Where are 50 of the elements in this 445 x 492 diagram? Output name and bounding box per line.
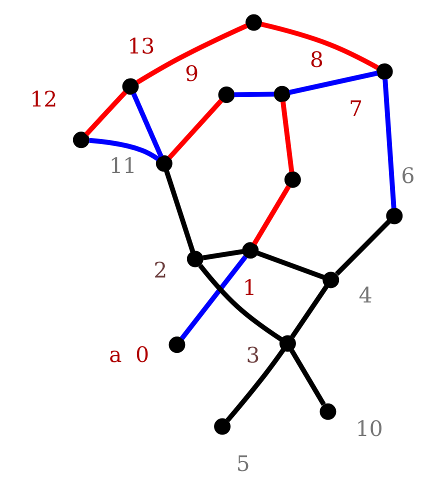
node-circle xyxy=(376,63,393,80)
node-label: 10 xyxy=(356,416,383,442)
node-circle xyxy=(122,78,139,95)
node-label: 4 xyxy=(358,284,372,309)
node-circle xyxy=(218,86,235,104)
connector xyxy=(290,284,329,338)
node-label: 9 xyxy=(185,62,199,87)
connector xyxy=(202,249,244,260)
connector xyxy=(252,185,291,246)
node-label: 1 xyxy=(242,276,256,301)
node-label: 2 xyxy=(154,258,168,284)
node-circle xyxy=(279,335,296,352)
node-label: 13 xyxy=(128,34,155,60)
connector xyxy=(168,98,224,160)
connector xyxy=(234,92,274,98)
node-circle xyxy=(242,242,259,259)
node-circle xyxy=(168,336,186,354)
node-circle xyxy=(322,272,340,288)
node-label: 7 xyxy=(348,97,363,122)
connector xyxy=(382,79,396,208)
connector xyxy=(260,22,379,70)
node-circle xyxy=(186,250,204,268)
node-label: 8 xyxy=(310,48,324,73)
connector xyxy=(280,101,294,172)
node-circle xyxy=(214,418,231,435)
node-circle xyxy=(284,171,301,188)
node-label: 12 xyxy=(30,88,58,113)
connector xyxy=(290,349,326,406)
connector xyxy=(136,23,248,84)
node-circle xyxy=(386,208,403,224)
connector xyxy=(164,170,196,252)
connector xyxy=(131,92,164,158)
node-label: 11 xyxy=(109,154,137,179)
node-label: 3 xyxy=(246,344,260,368)
node-circle xyxy=(320,403,336,420)
node-label: 6 xyxy=(401,164,415,189)
node-label: 5 xyxy=(236,452,250,477)
node-label: a 0 xyxy=(109,342,150,368)
connector xyxy=(226,348,286,422)
connector xyxy=(256,250,325,280)
connector xyxy=(334,220,391,276)
connector xyxy=(89,138,160,161)
node-circle xyxy=(156,155,172,172)
connector xyxy=(180,255,248,340)
node-circle xyxy=(274,86,290,102)
node-circle xyxy=(246,14,262,31)
node-circle xyxy=(72,132,90,148)
connector xyxy=(84,90,128,136)
connector xyxy=(288,70,378,95)
connector xyxy=(198,264,283,342)
